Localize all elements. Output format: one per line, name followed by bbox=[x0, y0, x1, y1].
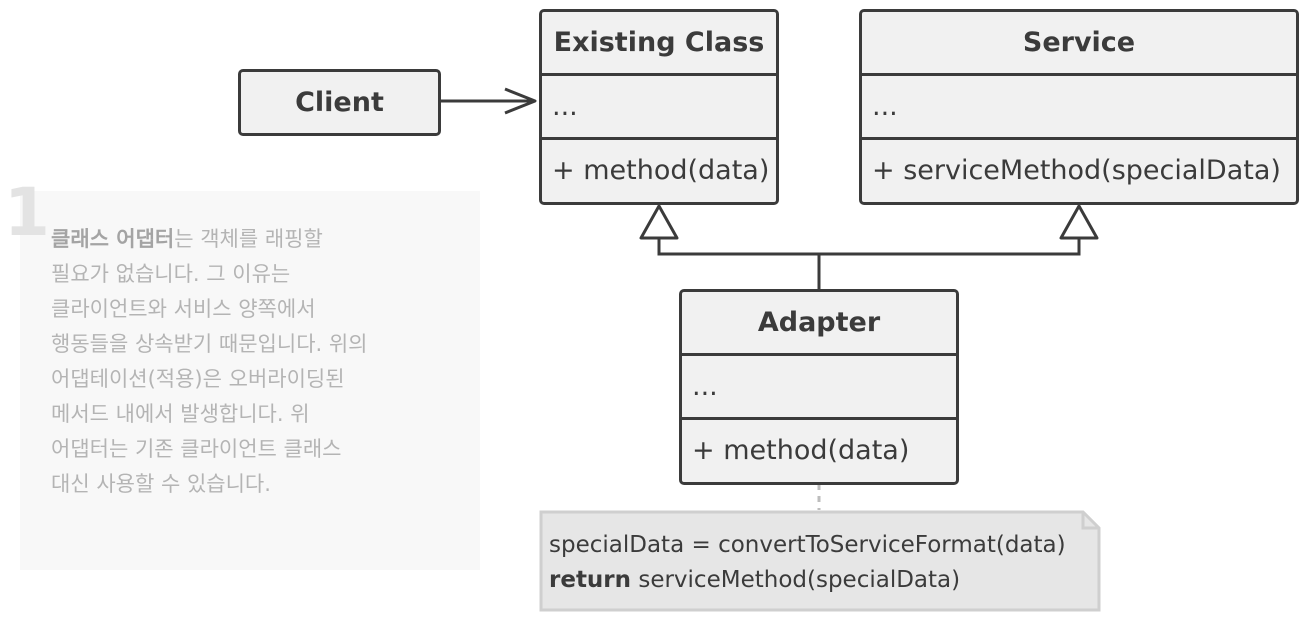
code-note-line-2: return serviceMethod(specialData) bbox=[549, 563, 1101, 598]
inheritance-triangle-existing bbox=[639, 204, 679, 240]
client-box[interactable]: Client bbox=[238, 69, 441, 136]
existing-class-fields: ... bbox=[542, 73, 776, 137]
side-note-number: 1 bbox=[4, 174, 50, 251]
code-note-line-2-rest: serviceMethod(specialData) bbox=[631, 567, 961, 593]
side-note-line: 클라이언트와 서비스 양쪽에서 bbox=[51, 297, 316, 321]
adapter-method: + method(data) bbox=[682, 417, 956, 481]
code-note-line-1: specialData = convertToServiceFormat(dat… bbox=[549, 532, 1066, 558]
inheritance-branch-existing bbox=[657, 238, 819, 256]
existing-class-title: Existing Class bbox=[553, 27, 765, 58]
side-note-line: 는 객체를 래핑할 bbox=[174, 227, 323, 251]
side-note-line: 어댑터는 기존 클라이언트 클래스 bbox=[51, 437, 342, 461]
inheritance-triangle-service bbox=[1059, 204, 1099, 240]
existing-class-method: + method(data) bbox=[542, 137, 776, 201]
inheritance-branch-service bbox=[819, 238, 1081, 256]
adapter-title: Adapter bbox=[757, 307, 881, 338]
side-note-panel bbox=[20, 191, 480, 570]
service-box[interactable]: Service ... + serviceMethod(specialData) bbox=[859, 9, 1299, 205]
code-note: specialData = convertToServiceFormat(dat… bbox=[539, 510, 1101, 612]
code-note-fold bbox=[1081, 512, 1099, 530]
code-keyword-return: return bbox=[549, 567, 632, 593]
client-label: Client bbox=[295, 87, 384, 118]
service-fields: ... bbox=[862, 73, 1296, 137]
side-note-bold-term: 클래스 어댑터 bbox=[51, 227, 175, 251]
side-note-line: 어댑테이션(적용)은 오버라이딩된 bbox=[51, 367, 345, 391]
existing-class-box[interactable]: Existing Class ... + method(data) bbox=[539, 9, 779, 205]
adapter-box[interactable]: Adapter ... + method(data) bbox=[679, 289, 959, 485]
service-method: + serviceMethod(specialData) bbox=[862, 137, 1296, 201]
service-title: Service bbox=[1022, 27, 1136, 58]
side-note-line: 메서드 내에서 발생합니다. 위 bbox=[51, 402, 310, 426]
association-arrowhead bbox=[504, 87, 537, 115]
side-note-line: 행동들을 상속받기 때문입니다. 위의 bbox=[51, 332, 368, 356]
side-note-line: 대신 사용할 수 있습니다. bbox=[51, 472, 271, 496]
side-note-line: 필요가 없습니다. 그 이유는 bbox=[51, 262, 291, 286]
code-note-shape bbox=[539, 510, 1101, 612]
adapter-fields: ... bbox=[682, 353, 956, 417]
